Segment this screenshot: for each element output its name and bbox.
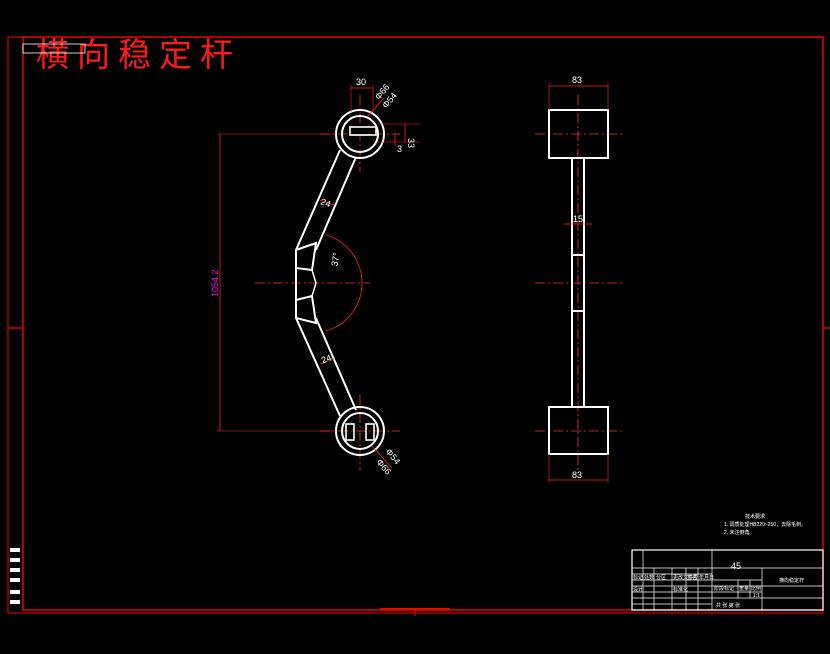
dim-line-arm-lower [319, 358, 335, 365]
title-block-scale-value: 1:1 [753, 593, 760, 599]
inner-frame [22, 36, 824, 611]
title-block-label-zone: 分区 [656, 574, 666, 581]
dim-arm-width-lower: 24 [320, 353, 333, 366]
dim-bend-angle: 37° [329, 251, 341, 267]
arm-upper-outer [295, 149, 341, 251]
dim-width-top: 30 [356, 77, 366, 87]
title-block-scale: 比例 [751, 585, 761, 592]
technical-notes: 技术要求 1. 调质处理HB220~250，去除毛刺。 2. 未注倒角。 [724, 513, 806, 536]
title-block-label-count: 处数 [644, 574, 654, 581]
side-bar [571, 157, 585, 408]
dim-slot-offset: 3 [397, 144, 402, 154]
title-block-sheet: 共 张 第 张 [716, 602, 740, 609]
leader-dia-outer-top [367, 97, 385, 117]
title-block-part-name: 横向稳定杆 [779, 577, 804, 584]
title-block-standardization: 标准化 [673, 586, 688, 593]
title-block-label-signature: 签名 [687, 574, 697, 581]
bottom-eye-slot-right [365, 423, 375, 441]
dim-side-thickness: 15 [573, 214, 583, 224]
bend-upper-block [295, 241, 318, 272]
arm-lower-inner [315, 317, 357, 411]
notes-heading: 技术要求 [745, 513, 765, 520]
title-block [631, 549, 824, 611]
dim-side-width-top: 83 [572, 75, 582, 85]
notes-line-2: 2. 未注倒角。 [724, 529, 755, 536]
bend-lower-block [295, 294, 318, 325]
leader-dia-bottom [371, 445, 393, 469]
title-block-weight: 重量 [739, 585, 749, 592]
top-eye-inner [341, 115, 379, 153]
side-block-bottom [548, 406, 609, 455]
side-view: 83 15 83 [535, 75, 622, 483]
title-block-label-date: 年月日 [699, 574, 714, 581]
title-block-material: 45 [731, 561, 741, 571]
title-block-designer: 设计 [633, 586, 643, 593]
arm-upper-inner [315, 156, 357, 251]
front-view: 30 Φ66 Φ54 33 3 1054.2 24 24 37° Φ54 Φ66 [210, 77, 420, 477]
bottom-eye-slot-left [345, 423, 355, 441]
bend-inner-edge-bottom [311, 282, 317, 297]
outer-frame [7, 36, 824, 614]
top-eye-slot [349, 126, 377, 136]
left-margin-labels [10, 548, 20, 604]
title-block-stage-mark: 阶段标记 [714, 585, 734, 592]
title-block-label-mark: 标记 [633, 574, 643, 581]
bend-inner-edge-top [311, 269, 317, 284]
dim-side-width-bottom: 83 [572, 470, 582, 480]
dim-overall-height: 1054.2 [210, 269, 220, 297]
notes-line-1: 1. 调质处理HB220~250，去除毛刺。 [724, 521, 806, 528]
arm-lower-outer [295, 317, 341, 417]
dim-arc-bend-angle [325, 234, 363, 332]
title-block-label-change-doc: 更改文件号 [673, 574, 698, 581]
drawing-number-box [22, 43, 86, 54]
drawing-title: 横向稳定杆 [36, 35, 241, 74]
bottom-ruler [380, 608, 450, 610]
bottom-eye-inner [341, 412, 379, 450]
dim-arm-width-upper: 24 [319, 197, 332, 210]
dim-line-arm-upper [319, 199, 335, 206]
dim-slot-height: 33 [406, 138, 416, 148]
